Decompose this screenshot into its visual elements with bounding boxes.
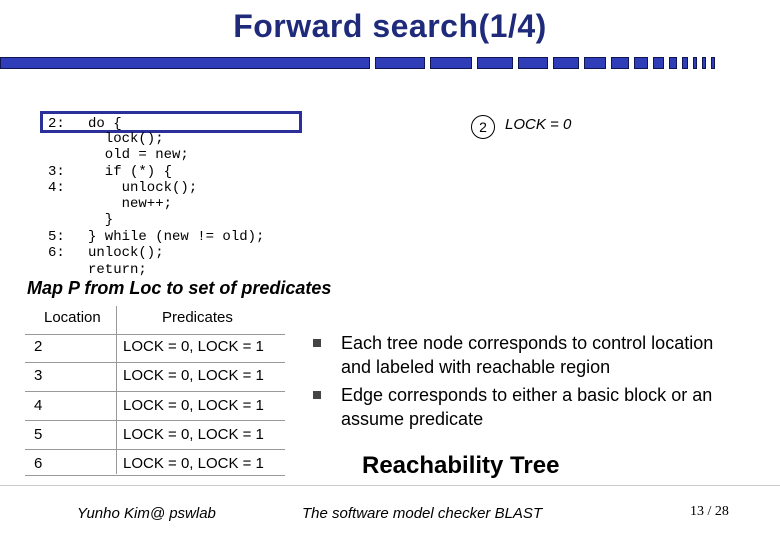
table-cell-loc: 6 [34,455,43,472]
table-rule [25,362,285,363]
reachability-tree-title: Reachability Tree [362,452,560,479]
bullet-icon [313,391,321,399]
current-line-highlight [40,111,302,133]
table-rule [25,449,285,450]
table-rule [25,420,285,421]
header-location: Location [44,309,101,326]
table-cell-pred: LOCK = 0, LOCK = 1 [123,426,264,443]
code-line: unlock(); [88,180,198,196]
code-line: return; [88,262,147,278]
table-rule [25,391,285,392]
page-number: 13 / 28 [690,504,729,519]
header-predicates: Predicates [162,309,233,326]
slide-title: Forward search(1/4) [233,8,547,44]
table-cell-pred: LOCK = 0, LOCK = 1 [123,455,264,472]
table-cell-pred: LOCK = 0, LOCK = 1 [123,367,264,384]
table-cell-loc: 2 [34,338,43,355]
tree-node-label: LOCK = 0 [505,116,572,133]
map-title: Map P from Loc to set of predicates [27,278,332,298]
footer-divider [0,485,780,486]
code-line: lock(); [88,131,164,147]
table-cell-pred: LOCK = 0, LOCK = 1 [123,338,264,355]
footer-author: Yunho Kim@ pswlab [77,505,216,522]
table-divider [116,306,117,474]
table-cell-pred: LOCK = 0, LOCK = 1 [123,397,264,414]
footer-title: The software model checker BLAST [302,505,543,522]
code-line: unlock(); [88,245,164,261]
line-number: 4: [48,180,65,196]
code-line: } while (new != old); [88,229,265,245]
code-line: do { [88,116,122,132]
tree-node-circle: 2 [471,115,495,139]
bullet-text: Each tree node corresponds to control lo… [341,333,714,377]
table-rule [25,475,285,476]
line-number: 5: [48,229,65,245]
code-line: } [88,212,114,228]
code-line: old = new; [88,147,189,163]
line-number: 3: [48,164,65,180]
bullet-text: Edge corresponds to either a basic block… [341,385,713,429]
bullet-icon [313,339,321,347]
code-line: if (*) { [88,164,173,180]
code-line: new++; [88,196,173,212]
table-rule [25,334,285,335]
line-number: 6: [48,245,65,261]
table-cell-loc: 3 [34,367,43,384]
line-number: 2: [48,116,65,132]
table-cell-loc: 5 [34,426,43,443]
table-cell-loc: 4 [34,397,43,414]
